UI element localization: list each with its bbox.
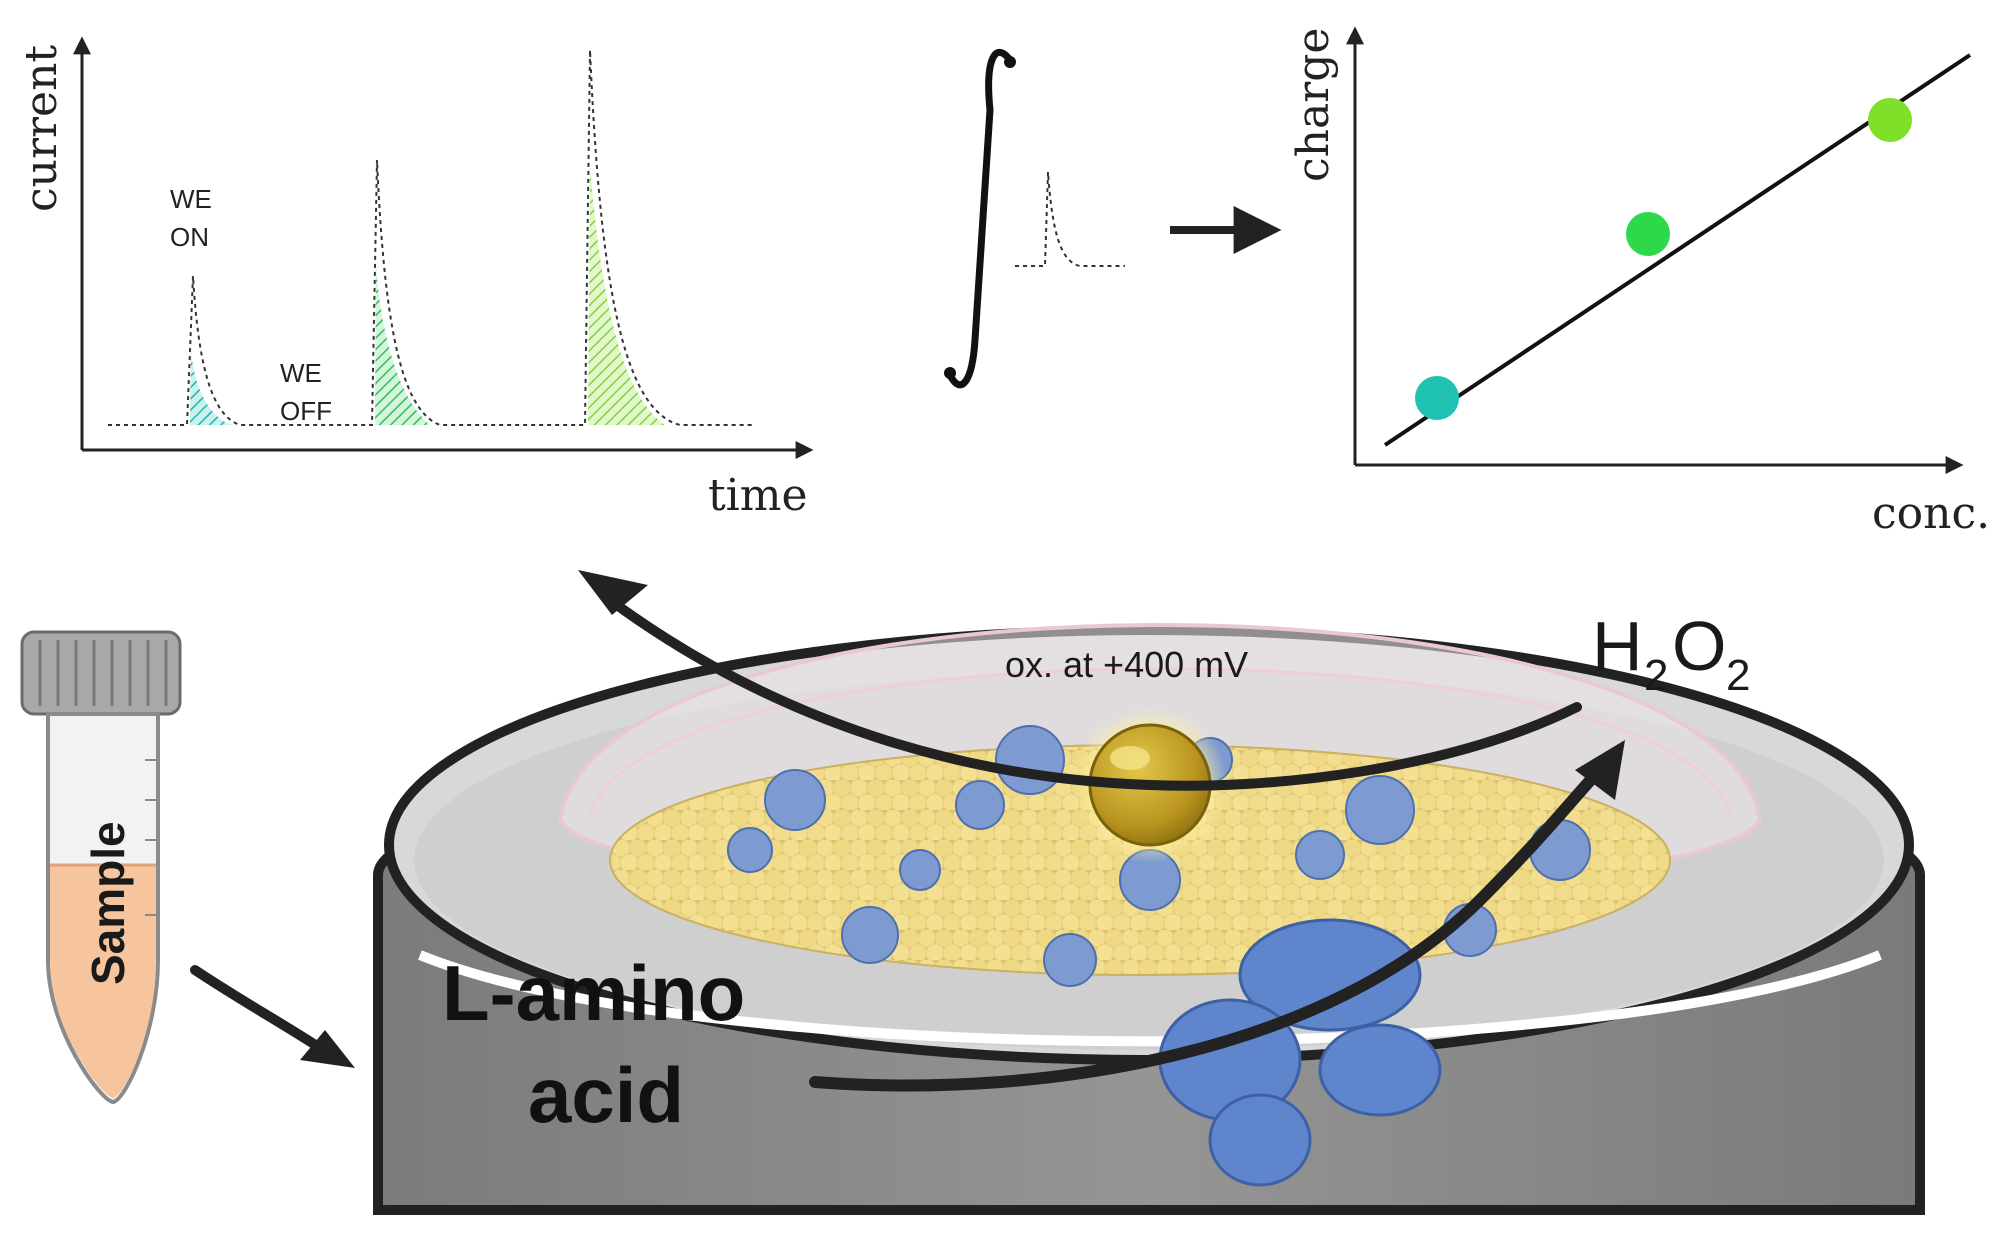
- enzyme-10: [1043, 933, 1097, 987]
- integral-sign: [946, 49, 1014, 389]
- h2o2-sub1: 2: [1644, 651, 1668, 700]
- signal-arrow-shaft: [605, 595, 1582, 791]
- sample-tube: Sample: [20, 630, 182, 1105]
- h2o2-h: H: [1592, 607, 1643, 685]
- integral-operation: [944, 49, 1282, 389]
- sample-tube-label: Sample: [82, 821, 134, 985]
- peak-area-2: [375, 268, 430, 425]
- enzyme-2: [727, 827, 773, 873]
- electrode-rim: [418, 950, 1882, 1047]
- integral-top-dot: [1004, 56, 1016, 68]
- current-time-plot: current time WE ON WE OFF: [16, 36, 814, 521]
- peak-area-3: [588, 165, 665, 425]
- x-axis-label: time: [708, 470, 808, 521]
- we-on-label-line2: ON: [170, 222, 209, 252]
- reaction-arrow-shaft: [809, 764, 1606, 1092]
- enzyme-9: [841, 906, 899, 964]
- enzyme-1: [764, 769, 826, 831]
- enzyme-clusters: [727, 725, 1591, 987]
- enzyme-lobe-1: [1238, 918, 1422, 1032]
- charge-conc-plot: charge conc.: [1288, 26, 1990, 539]
- enzyme-4: [955, 780, 1005, 830]
- we-on-label-line1: WE: [170, 184, 212, 214]
- signal-arrow-head: [578, 570, 648, 615]
- flow-arrows: [190, 570, 1625, 1092]
- cap-ridges: [38, 640, 168, 706]
- reaction-arrow-head: [1575, 740, 1625, 800]
- substrate-label-line1: L-amino: [442, 949, 745, 1037]
- enzyme-6: [1345, 775, 1415, 845]
- sample-arrow-head: [300, 1030, 355, 1068]
- electrode: [373, 623, 1925, 1215]
- y-axis-label: current: [16, 45, 67, 212]
- sample-liquid: [50, 865, 156, 1098]
- data-point-3: [1868, 98, 1912, 142]
- enzyme-lobe-4: [1208, 1093, 1312, 1187]
- enzyme-3: [995, 725, 1065, 795]
- h2o2-o: O: [1672, 607, 1726, 685]
- h2o2-sub2: 2: [1726, 651, 1750, 700]
- we-off-label-line2: OFF: [280, 396, 332, 426]
- enzyme-8: [1529, 819, 1591, 881]
- membrane-inner-line: [588, 667, 1732, 816]
- peak-area-1: [190, 352, 232, 425]
- enzyme-lobe-3: [1318, 1023, 1442, 1117]
- au-particle-highlight: [1110, 746, 1150, 770]
- data-point-2: [1626, 212, 1670, 256]
- enzyme-7: [1295, 830, 1345, 880]
- sample-arrow-shaft: [190, 965, 325, 1053]
- h2o2-label: H 2 O 2: [1592, 607, 1750, 700]
- mini-peak-icon: [1015, 171, 1125, 267]
- enzyme-13: [899, 849, 941, 891]
- we-off-label-line1: WE: [280, 358, 322, 388]
- data-point-1: [1415, 376, 1459, 420]
- oxidation-label: ox. at +400 mV: [1005, 644, 1248, 685]
- tube-cap: [20, 630, 182, 716]
- x-axis-label: conc.: [1872, 488, 1990, 539]
- substrate-label-line2: acid: [528, 1051, 684, 1139]
- integral-bottom-dot: [944, 367, 956, 379]
- y-axis-label: charge: [1288, 28, 1339, 182]
